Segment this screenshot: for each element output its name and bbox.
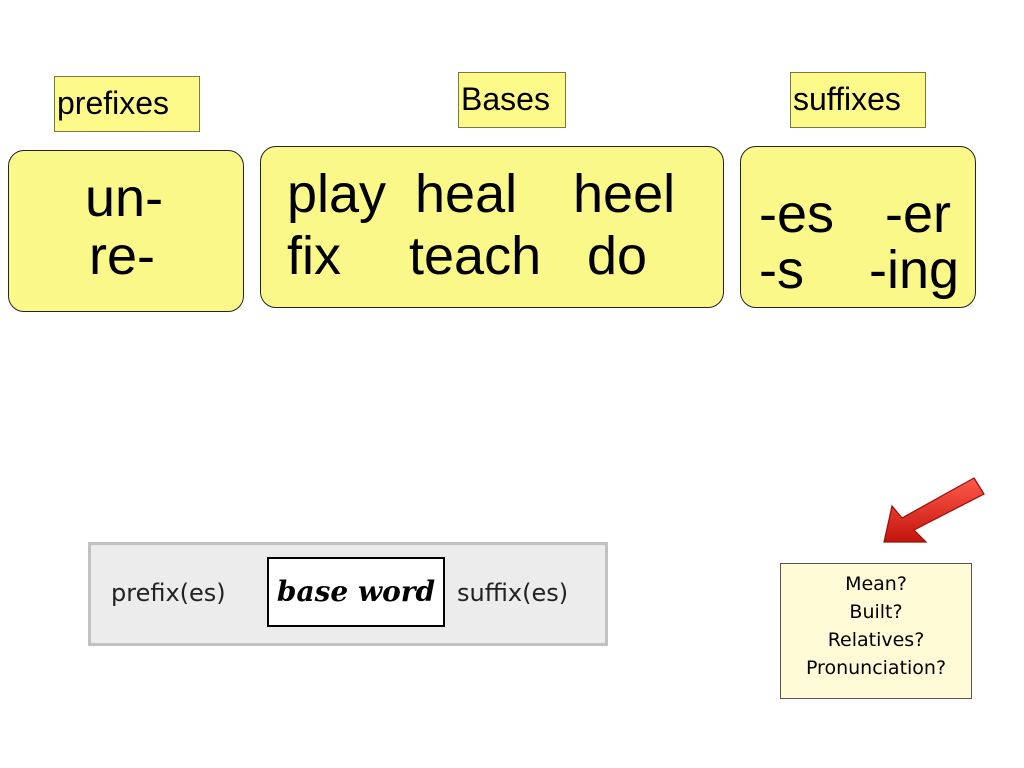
question-built: Built? (849, 601, 903, 623)
prefixes-label: prefixes (54, 76, 200, 132)
bases-label: Bases (458, 72, 566, 128)
base-word: play (287, 164, 387, 224)
base-word: do (587, 226, 648, 286)
suffix-word: -s (759, 240, 804, 300)
suffix-word: -ing (869, 240, 960, 300)
base-word: fix (287, 226, 341, 286)
prefix-un: un- (85, 168, 164, 228)
red-arrow-icon (883, 477, 985, 543)
prefixes-box: un- re- (8, 150, 244, 312)
bases-box: play heal heel fix teach do (260, 146, 724, 308)
question-relatives: Relatives? (827, 629, 925, 651)
suffixes-box: -es -er -s -ing (740, 146, 976, 308)
suffix-word: -er (885, 184, 951, 244)
formula-base-word: base word (267, 557, 445, 627)
base-word: heel (573, 164, 676, 224)
suffix-word: -es (759, 184, 835, 244)
question-pronunciation: Pronunciation? (805, 657, 947, 679)
suffixes-label: suffixes (790, 72, 926, 128)
question-mean: Mean? (845, 573, 907, 595)
questions-box: Mean? Built? Relatives? Pronunciation? (780, 563, 972, 699)
base-word: teach (409, 226, 542, 286)
formula-suffix: suffix(es) (457, 579, 569, 607)
base-word: heal (415, 164, 518, 224)
prefix-re: re- (89, 226, 155, 286)
word-formula: prefix(es) base word suffix(es) (88, 542, 608, 646)
formula-prefix: prefix(es) (111, 579, 226, 607)
